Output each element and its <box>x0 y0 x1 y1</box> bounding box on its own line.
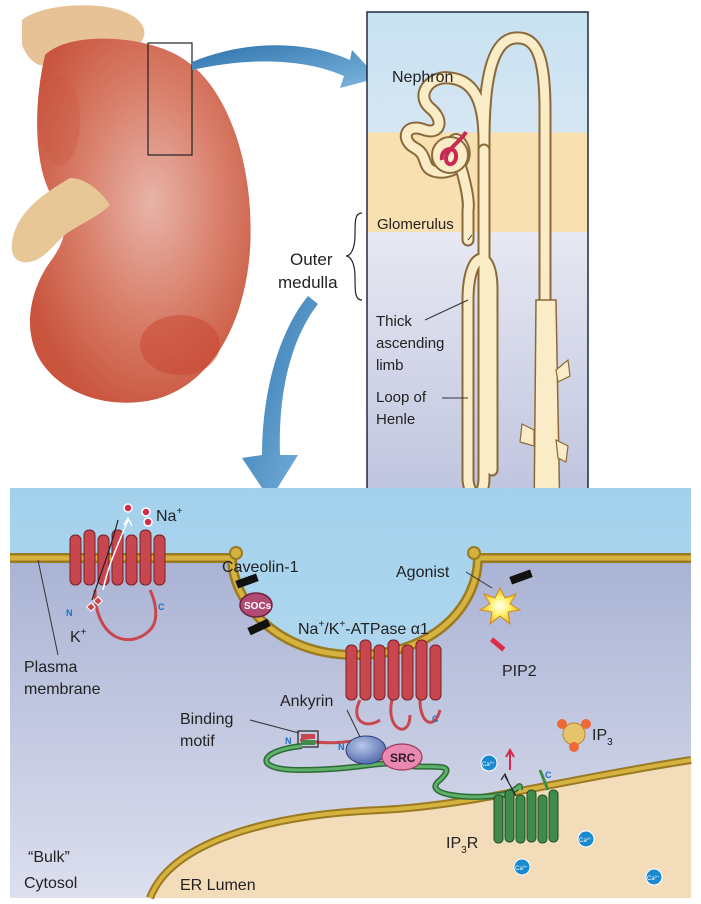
bowman-capsule <box>432 137 468 173</box>
label-pip2: PIP2 <box>502 663 537 680</box>
label-outer-medulla-1: Outer <box>290 250 333 269</box>
label-c-term-left: C <box>158 602 165 612</box>
label-thick-3: limb <box>376 357 404 374</box>
helix-group-left <box>70 530 165 585</box>
label-caveolin: Caveolin-1 <box>222 559 299 576</box>
label-ankyrin: Ankyrin <box>280 693 333 710</box>
label-nephron: Nephron <box>392 69 453 86</box>
collecting-duct <box>534 300 560 520</box>
label-c-term-atpase: C <box>432 714 439 724</box>
label-binding-1: Binding <box>180 711 233 728</box>
label-glomerulus: Glomerulus <box>377 216 454 233</box>
outer-medulla-brace <box>346 213 362 300</box>
label-socs: SOCs <box>244 601 272 612</box>
label-plasma-1: Plasma <box>24 659 77 676</box>
label-n-term-motif: N <box>285 736 292 746</box>
calcium-ion: Ca2+ <box>514 859 530 875</box>
label-thick-1: Thick <box>376 313 412 330</box>
label-outer-medulla-2: medulla <box>278 273 338 292</box>
label-loop-1: Loop of <box>376 389 427 406</box>
label-agonist: Agonist <box>396 564 450 581</box>
nephron-panel <box>367 12 588 536</box>
label-src: SRC <box>390 751 416 765</box>
zoom-arrow-top <box>192 45 378 88</box>
label-thick-2: ascending <box>376 335 444 352</box>
label-atpase: Na+/K+-ATPase α1 <box>298 619 429 638</box>
label-binding-2: motif <box>180 733 215 750</box>
label-plasma-2: membrane <box>24 681 101 698</box>
calcium-ion: Ca2+ <box>481 755 497 771</box>
calcium-ion: Ca2+ <box>646 869 662 885</box>
label-bulk-1: “Bulk” <box>28 849 70 866</box>
ankyrin-protein <box>346 736 386 764</box>
label-n-term-ankyrin: N <box>338 742 345 752</box>
zoom-arrow-bottom <box>242 296 318 500</box>
calcium-ion: Ca2+ <box>578 831 594 847</box>
label-c-term-ip3r: C <box>545 770 552 780</box>
label-er-lumen: ER Lumen <box>180 877 256 894</box>
label-bulk-2: Cytosol <box>24 875 77 892</box>
label-loop-2: Henle <box>376 411 415 428</box>
label-n-term-left: N <box>66 608 73 618</box>
